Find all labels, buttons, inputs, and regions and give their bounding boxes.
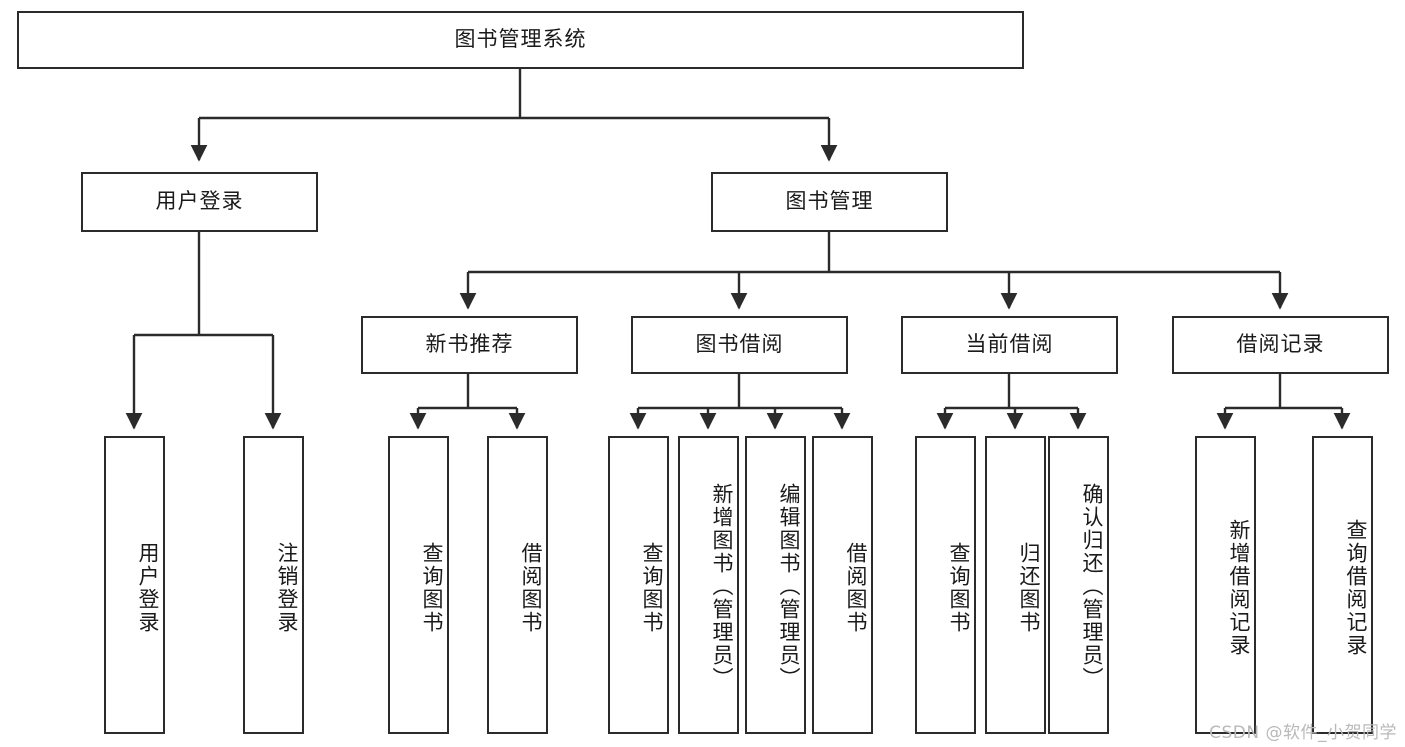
node-root[interactable]: 图书管理系统 [17, 11, 1024, 69]
leaf-borrow-record-1[interactable]: 新增借阅记录 [1195, 436, 1256, 734]
node-current-borrow[interactable]: 当前借阅 [901, 316, 1118, 374]
node-borrow-record-label: 借阅记录 [1236, 332, 1325, 357]
leaf-current-borrow-1-label: 查询图书 [947, 542, 971, 634]
node-book-manage-label: 图书管理 [785, 189, 874, 214]
leaf-new-book-2-label: 借阅图书 [519, 542, 543, 634]
leaf-book-borrow-1-label: 查询图书 [640, 542, 664, 634]
leaf-book-borrow-2[interactable]: 新增图书（管理员） [678, 436, 739, 734]
leaf-user-login-2[interactable]: 注销登录 [243, 436, 304, 734]
node-book-manage[interactable]: 图书管理 [711, 172, 948, 232]
leaf-book-borrow-1[interactable]: 查询图书 [608, 436, 669, 734]
leaf-current-borrow-2[interactable]: 归还图书 [985, 436, 1046, 734]
leaf-new-book-1[interactable]: 查询图书 [388, 436, 449, 734]
node-user-login[interactable]: 用户登录 [81, 172, 318, 232]
leaf-new-book-1-label: 查询图书 [420, 542, 444, 634]
leaf-user-login-1-label: 用户登录 [136, 542, 160, 634]
leaf-book-borrow-3[interactable]: 编辑图书（管理员） [745, 436, 806, 734]
leaf-borrow-record-2-label: 查询借阅记录 [1344, 519, 1368, 657]
leaf-book-borrow-4-label: 借阅图书 [844, 542, 868, 634]
leaf-book-borrow-3-label: 编辑图书（管理员） [777, 483, 801, 690]
leaf-current-borrow-3-label: 确认归还（管理员） [1080, 483, 1104, 690]
node-book-borrow-label: 图书借阅 [695, 332, 784, 357]
leaf-current-borrow-2-label: 归还图书 [1017, 542, 1041, 634]
node-root-label: 图书管理系统 [454, 27, 587, 52]
leaf-borrow-record-2[interactable]: 查询借阅记录 [1312, 436, 1373, 734]
node-new-book-recommend[interactable]: 新书推荐 [361, 316, 578, 374]
node-borrow-record[interactable]: 借阅记录 [1172, 316, 1389, 374]
node-new-book-recommend-label: 新书推荐 [425, 332, 514, 357]
leaf-user-login-1[interactable]: 用户登录 [104, 436, 165, 734]
leaf-new-book-2[interactable]: 借阅图书 [487, 436, 548, 734]
leaf-current-borrow-3[interactable]: 确认归还（管理员） [1048, 436, 1109, 734]
node-current-borrow-label: 当前借阅 [965, 332, 1054, 357]
node-book-borrow[interactable]: 图书借阅 [631, 316, 848, 374]
leaf-borrow-record-1-label: 新增借阅记录 [1227, 519, 1251, 657]
csdn-watermark: CSDN @软件_小贺同学 [1209, 723, 1397, 743]
leaf-user-login-2-label: 注销登录 [275, 542, 299, 634]
node-user-login-label: 用户登录 [155, 189, 244, 214]
leaf-book-borrow-2-label: 新增图书（管理员） [710, 483, 734, 690]
leaf-book-borrow-4[interactable]: 借阅图书 [812, 436, 873, 734]
leaf-current-borrow-1[interactable]: 查询图书 [915, 436, 976, 734]
